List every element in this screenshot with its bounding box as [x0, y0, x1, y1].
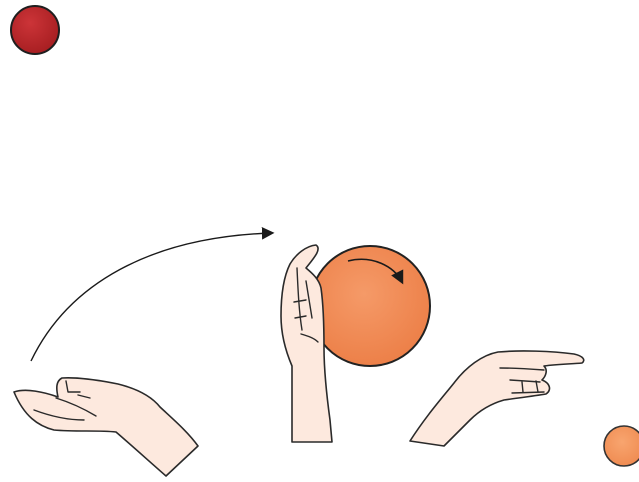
left-open-hand [14, 378, 198, 476]
orange-ball-icon [604, 426, 639, 466]
main-ball [310, 246, 430, 366]
throw-arc-arrow [31, 233, 272, 361]
right-open-hand [410, 351, 584, 446]
red-ball-icon [11, 6, 59, 54]
